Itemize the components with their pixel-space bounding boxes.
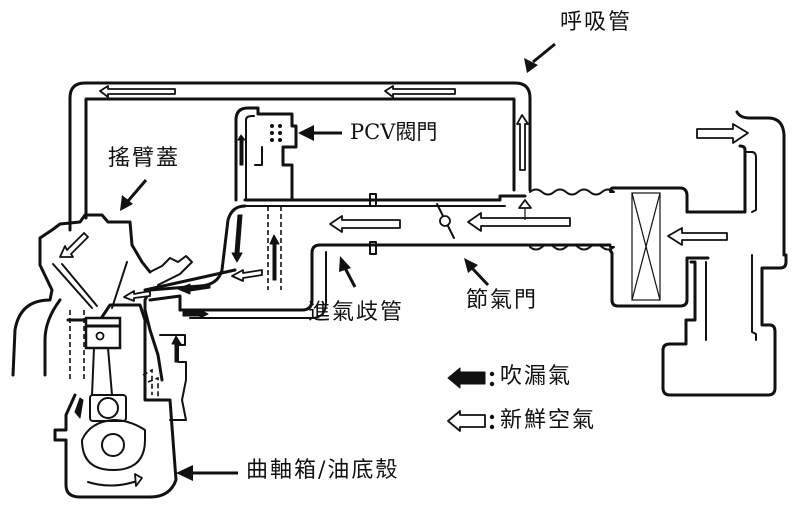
fresh-air-arrow	[99, 85, 176, 98]
blowby-arrow	[269, 234, 280, 281]
hollow-arrow-icon	[447, 410, 486, 432]
breather-hose-pointer	[532, 42, 556, 64]
fresh-air-arrow	[329, 215, 401, 233]
fresh-air-arrow	[384, 85, 456, 98]
blowby-arrow	[231, 214, 243, 263]
air-intake-duct	[661, 110, 788, 397]
throttle-valve-pointer	[470, 266, 490, 287]
crankshaft	[81, 419, 146, 471]
blowby-arrow	[171, 335, 182, 363]
piston	[84, 316, 122, 350]
rocker-cover-pointer	[126, 179, 148, 202]
fresh-air-arrow	[516, 114, 529, 171]
blowby-arrow	[237, 134, 246, 166]
rotation-arrow	[134, 473, 143, 487]
label-pointers	[120, 42, 556, 481]
fresh-air-arrow	[59, 232, 89, 258]
fresh-air-arrow	[123, 290, 151, 302]
throttle-valve	[436, 203, 455, 239]
fresh-air-arrow	[696, 123, 749, 144]
pcv-valve-label: PCV閥門	[350, 120, 438, 144]
breather-hose-label: 呼吸管	[560, 10, 633, 35]
intake-manifold	[178, 193, 612, 319]
legend-icons	[447, 367, 495, 432]
throttle-valve-label: 節氣門	[466, 288, 539, 313]
pcv-valve	[231, 106, 298, 290]
intake-manifold-pointer	[343, 267, 357, 288]
engine	[11, 204, 247, 499]
air-filter	[608, 144, 747, 308]
blowby-arrow	[177, 283, 211, 295]
rocker-cover-label: 搖臂蓋	[108, 146, 181, 171]
corrugated-hose	[529, 188, 615, 251]
intake-manifold-label: 進氣歧管	[308, 300, 405, 325]
fresh-air-arrow	[231, 269, 263, 282]
legend-fresh-air-label: 新鮮空氣	[500, 408, 597, 433]
breather-hose	[68, 81, 532, 232]
legend-blowby-label: 吹漏氣	[500, 364, 573, 389]
solid-arrow-icon	[447, 367, 486, 389]
crankcase-oil-pan-label: 曲軸箱/油底殼	[246, 458, 400, 483]
fresh-air-arrow	[667, 227, 728, 246]
blowby-arrow	[182, 309, 209, 319]
blowby-arrow	[74, 397, 84, 419]
fresh-air-arrow	[467, 212, 571, 232]
